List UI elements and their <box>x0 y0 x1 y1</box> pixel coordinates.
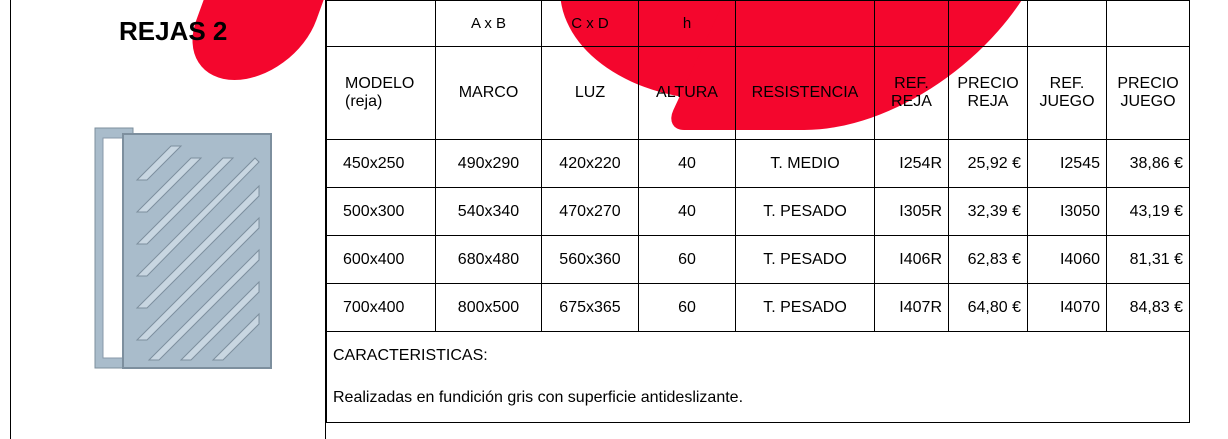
table-cell: 675x365 <box>541 283 639 332</box>
table-cell: 64,80 € <box>948 283 1028 332</box>
dim-cell <box>326 0 436 47</box>
dim-cell: A x B <box>435 0 542 47</box>
table-cell: 700x400 <box>326 283 436 332</box>
price-table: A x B C x D h MODELO (reja) MARCO LUZ AL… <box>326 0 1190 423</box>
table-cell: 420x220 <box>541 139 639 188</box>
dim-cell <box>1106 0 1190 47</box>
table-row: 500x300 540x340 470x270 40 T. PESADO I30… <box>326 187 1190 236</box>
header-cell: RESISTENCIA <box>735 46 875 140</box>
header-cell: REF. REJA <box>874 46 949 140</box>
features-cell: CARACTERISTICAS: Realizadas en fundición… <box>326 331 1190 423</box>
table-cell: 84,83 € <box>1106 283 1190 332</box>
table-cell: 450x250 <box>326 139 436 188</box>
table-cell: 40 <box>638 187 736 236</box>
dim-cell <box>948 0 1028 47</box>
dim-cell: C x D <box>541 0 639 47</box>
dimension-row: A x B C x D h <box>326 0 1190 47</box>
table-cell: 500x300 <box>326 187 436 236</box>
dim-cell: h <box>638 0 736 47</box>
header-cell: LUZ <box>541 46 639 140</box>
table-cell: I254R <box>874 139 949 188</box>
left-panel: REJAS 2 <box>10 0 326 439</box>
table-cell: 81,31 € <box>1106 235 1190 284</box>
header-cell: MARCO <box>435 46 542 140</box>
table-row: 450x250 490x290 420x220 40 T. MEDIO I254… <box>326 139 1190 188</box>
features-text: Realizadas en fundición gris con superfi… <box>333 389 744 406</box>
page-title: REJAS 2 <box>119 16 228 46</box>
table-cell: 25,92 € <box>948 139 1028 188</box>
dim-cell <box>735 0 875 47</box>
header-cell: ALTURA <box>638 46 736 140</box>
table-row: 600x400 680x480 560x360 60 T. PESADO I40… <box>326 235 1190 284</box>
features-heading: CARACTERISTICAS: <box>333 347 488 364</box>
table-cell: 540x340 <box>435 187 542 236</box>
header-cell: PRECIO REJA <box>948 46 1028 140</box>
table-row: 700x400 800x500 675x365 60 T. PESADO I40… <box>326 283 1190 332</box>
table-cell: 680x480 <box>435 235 542 284</box>
table-cell: 38,86 € <box>1106 139 1190 188</box>
header-cell: PRECIO JUEGO <box>1106 46 1190 140</box>
table-cell: T. PESADO <box>735 283 875 332</box>
table-cell: I305R <box>874 187 949 236</box>
table-cell: 470x270 <box>541 187 639 236</box>
table-cell: 60 <box>638 235 736 284</box>
table-cell: 40 <box>638 139 736 188</box>
table-cell: 600x400 <box>326 235 436 284</box>
table-cell: 62,83 € <box>948 235 1028 284</box>
table-cell: 560x360 <box>541 235 639 284</box>
grate-image <box>89 120 283 374</box>
header-cell: MODELO (reja) <box>326 46 436 140</box>
dim-cell <box>874 0 949 47</box>
table-cell: I3050 <box>1027 187 1107 236</box>
table-cell: I2545 <box>1027 139 1107 188</box>
table-cell: I407R <box>874 283 949 332</box>
table-cell: 32,39 € <box>948 187 1028 236</box>
table-cell: 800x500 <box>435 283 542 332</box>
table-cell: 43,19 € <box>1106 187 1190 236</box>
table-cell: I4060 <box>1027 235 1107 284</box>
table-cell: T. MEDIO <box>735 139 875 188</box>
dim-cell <box>1027 0 1107 47</box>
table-cell: I4070 <box>1027 283 1107 332</box>
table-cell: I406R <box>874 235 949 284</box>
table-cell: T. PESADO <box>735 235 875 284</box>
header-cell: REF. JUEGO <box>1027 46 1107 140</box>
table-cell: T. PESADO <box>735 187 875 236</box>
features-row: CARACTERISTICAS: Realizadas en fundición… <box>326 331 1190 423</box>
header-row: MODELO (reja) MARCO LUZ ALTURA RESISTENC… <box>326 46 1190 140</box>
table-cell: 490x290 <box>435 139 542 188</box>
table-cell: 60 <box>638 283 736 332</box>
